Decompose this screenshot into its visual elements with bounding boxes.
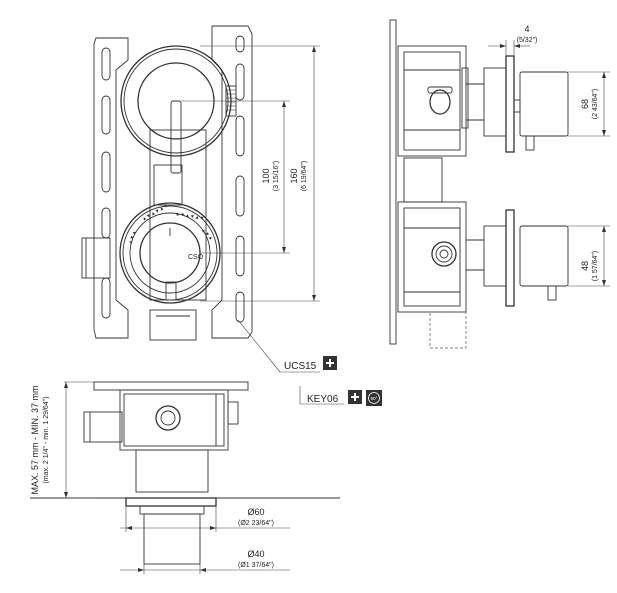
diverter-height-dimension-imperial: (1 57/64") — [592, 251, 599, 282]
trim-handle — [143, 513, 201, 565]
bracket-slot — [235, 235, 245, 277]
upper-sleeve — [483, 67, 507, 137]
wall-plate — [389, 19, 397, 345]
diverter-handle — [519, 225, 569, 287]
key-label: KEY06 — [307, 394, 339, 405]
side-inlet — [81, 237, 111, 279]
oval-port — [427, 86, 453, 115]
wall-depth-dimension: MAX. 57 mm - MIN. 37 mm — [30, 385, 40, 494]
diverter-height-dimension: 48 — [580, 261, 590, 271]
bracket-slot — [235, 35, 245, 53]
side-inlet-top — [83, 411, 123, 443]
dial-logos: ▲▼▲▼▲▼ ▲▼▲▼▲▼ ▲▼▲ ▲▼▲ — [127, 203, 214, 246]
overall-dimension-imperial: (6 19/64") — [301, 161, 308, 192]
bottom-outlet — [149, 309, 197, 341]
bracket-slot — [235, 175, 245, 217]
mounting-plate — [93, 381, 249, 391]
inner-diameter-dimension: Ø40 — [247, 549, 264, 559]
lower-sleeve — [483, 225, 507, 287]
cartridge-port — [431, 241, 457, 267]
ucs-label: UCS15 — [284, 361, 317, 372]
top-view: MAX. 57 mm - MIN. 37 mm (max. 2 1/4" - m… — [30, 381, 340, 574]
upper-lever-handle — [170, 100, 182, 174]
bracket-slot — [101, 207, 111, 239]
lower-body — [135, 449, 209, 493]
handle-height-dimension-imperial: (2 43/64") — [592, 89, 599, 120]
middle-connector — [403, 157, 443, 203]
upper-handle — [519, 71, 569, 137]
lower-rose-plate — [505, 209, 515, 307]
bracket-slot — [101, 47, 111, 81]
right-mounting-bracket — [211, 25, 253, 339]
body-port — [153, 164, 183, 206]
central-port — [155, 405, 181, 431]
right-stub — [227, 401, 239, 425]
bracket-slot — [235, 63, 245, 101]
dial-label: CSO — [188, 254, 204, 261]
upper-valve-body — [397, 45, 467, 157]
plate-thickness-dimension: 4 — [524, 24, 529, 34]
bottom-outlet-hidden — [429, 311, 467, 349]
outer-diameter-dimension-imperial: (Ø2 23/64") — [238, 520, 274, 527]
svg-text:▲▼▲: ▲▼▲ — [200, 227, 215, 242]
bracket-slot — [235, 291, 245, 323]
handle-height-dimension: 68 — [580, 99, 590, 109]
front-view: ▲▼▲▼▲▼ ▲▼▲▼▲▼ ▲▼▲ ▲▼▲ CSO 100 (3 15/16")… — [81, 25, 382, 406]
valve-body-top — [119, 389, 229, 451]
rotate-90-icon: 90° — [366, 390, 382, 406]
side-view: 4 (5/32") 68 (2 43/64") 48 (1 57/64") — [389, 19, 610, 349]
bracket-slot — [101, 151, 111, 193]
bracket-slot — [101, 277, 111, 319]
plus-icon — [323, 356, 337, 370]
rose-spacing-dimension-imperial: (3 15/16") — [273, 161, 280, 192]
dial-stem — [165, 281, 177, 301]
svg-text:▲▼▲: ▲▼▲ — [127, 230, 138, 246]
inner-diameter-dimension-imperial: (Ø1 37/64") — [238, 562, 274, 569]
left-mounting-bracket — [93, 37, 129, 339]
rose-spacing-dimension: 100 — [261, 168, 271, 183]
trim-rose — [125, 497, 217, 507]
svg-text:▲▼▲▼▲▼: ▲▼▲▼▲▼ — [175, 211, 205, 222]
outer-diameter-dimension: Ø60 — [247, 507, 264, 517]
valve-body — [149, 129, 207, 301]
bracket-slot — [235, 115, 245, 157]
upper-rose-plate — [505, 55, 515, 153]
plate-thickness-dimension-imperial: (5/32") — [517, 37, 538, 44]
overall-dimension: 160 — [289, 168, 299, 183]
dial-ring — [129, 212, 211, 294]
rotation-label: 90° — [371, 396, 378, 401]
plus-icon — [348, 390, 362, 404]
wall-depth-dimension-imperial: (max. 2 1/4" - min. 1 29/64") — [43, 396, 50, 483]
bracket-slot — [101, 95, 111, 135]
